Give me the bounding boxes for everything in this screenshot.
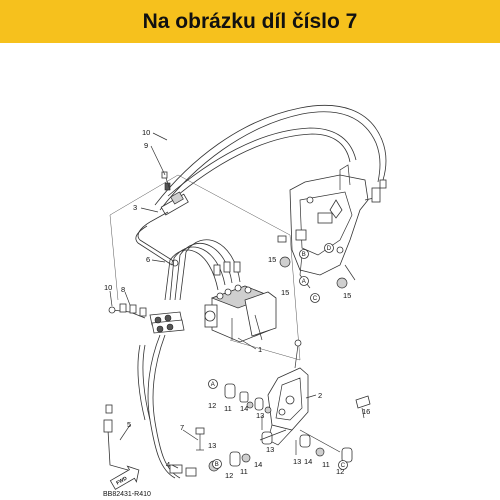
callout-12-a: 12 [208, 401, 216, 410]
frame-bracket [277, 164, 387, 289]
callout-10-left: 10 [104, 283, 112, 292]
svg-text:C: C [341, 463, 346, 469]
callout-14-a: 14 [240, 404, 248, 413]
callout-13-b: 13 [208, 441, 216, 450]
callout-8: 8 [121, 285, 125, 294]
callout-labels: 10 9 3 6 10 8 1 2 5 7 4 16 15 15 15 12 1… [104, 128, 370, 480]
callout-6: 6 [146, 255, 150, 264]
svg-text:D: D [327, 246, 332, 252]
fwd-arrow-icon: FWD [109, 465, 140, 490]
parts-diagram: FWD 10 9 3 6 10 8 1 2 5 7 4 16 15 15 15 … [103, 105, 387, 498]
marker-b-left: B [212, 459, 222, 469]
fitting-parts-9-10 [161, 171, 171, 191]
callout-15-c: 15 [343, 291, 351, 300]
callout-11-b: 11 [240, 467, 248, 476]
marker-c-right: C [338, 460, 348, 470]
callout-13-c: 13 [266, 445, 274, 454]
abs-brake-pipes [164, 239, 241, 301]
callout-14-c: 14 [304, 457, 312, 466]
marker-a-left: A [208, 379, 218, 389]
svg-text:B: B [215, 462, 219, 468]
fitting-part-4 [169, 464, 197, 477]
hose-fittings-left [108, 303, 185, 334]
callout-12-c: 12 [336, 467, 344, 476]
upper-brake-hoses [154, 105, 387, 211]
callout-7: 7 [180, 423, 184, 432]
fwd-label: FWD [115, 475, 128, 486]
lower-brake-hoses [137, 334, 181, 479]
assembly-outline [109, 174, 301, 361]
callout-11-a: 11 [224, 404, 232, 413]
svg-text:A: A [302, 279, 306, 285]
callout-16: 16 [362, 407, 370, 416]
circle-markers: A B C A B C D [208, 243, 348, 470]
callout-15-a: 15 [268, 255, 276, 264]
callout-12-b: 12 [225, 471, 233, 480]
leader-lines [109, 132, 317, 469]
unit-bracket-part-2 [267, 339, 309, 446]
title-banner: Na obrázku díl číslo 7 [0, 0, 500, 43]
callout-15-b: 15 [281, 288, 289, 297]
callout-9: 9 [144, 141, 148, 150]
callout-1: 1 [258, 345, 262, 354]
marker-a-top: A [299, 276, 309, 286]
svg-text:B: B [302, 252, 306, 258]
callout-2: 2 [318, 391, 322, 400]
clip-part-16 [355, 395, 371, 419]
abs-hydraulic-unit [204, 284, 277, 343]
callout-13-d: 13 [293, 457, 301, 466]
callout-5: 5 [127, 420, 131, 429]
callout-4: 4 [166, 460, 170, 469]
callout-3: 3 [133, 203, 137, 212]
svg-text:C: C [313, 296, 318, 302]
bolt-part-7 [195, 427, 205, 451]
hose-joint-part-3 [135, 191, 189, 267]
diagram-code: BB82431-R410 [103, 491, 151, 498]
svg-text:A: A [211, 382, 215, 388]
callout-14-b: 14 [254, 460, 262, 469]
callout-13-a: 13 [256, 411, 264, 420]
marker-c-top: C [310, 293, 320, 303]
hose-end-part-5 [103, 404, 129, 471]
callout-10-top: 10 [142, 128, 150, 137]
grommets [208, 383, 353, 472]
marker-b-top: B [299, 249, 309, 259]
marker-d-top: D [324, 243, 334, 253]
callout-11-c: 11 [322, 460, 330, 469]
banner-title: Na obrázku díl číslo 7 [142, 9, 358, 33]
